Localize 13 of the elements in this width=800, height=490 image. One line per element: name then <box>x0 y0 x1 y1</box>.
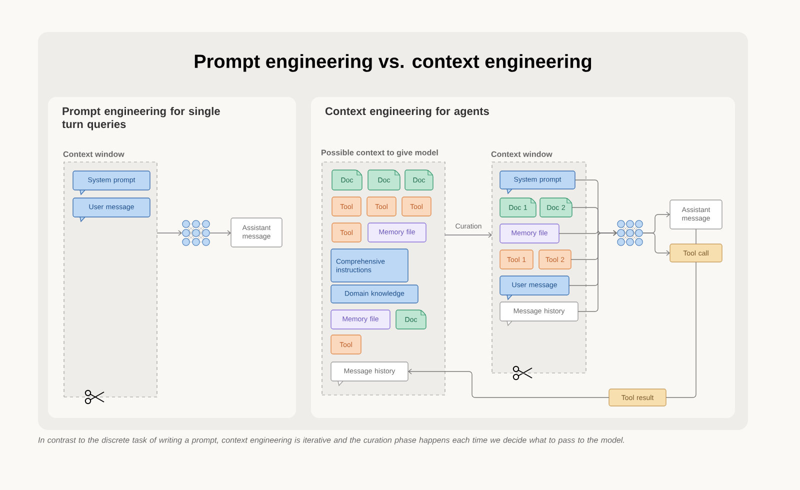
node-label: Context window <box>63 151 124 157</box>
title: Prompt engineering vs. context engineering <box>194 54 592 72</box>
node-label: Context window <box>491 151 552 157</box>
arrow <box>408 368 610 398</box>
arrow <box>578 230 617 312</box>
network-drawing <box>617 220 643 246</box>
arrow <box>156 230 182 236</box>
arrow <box>444 232 492 238</box>
node-label: Possible context to give model <box>322 150 438 157</box>
network-drawing <box>182 220 210 246</box>
arrow <box>642 232 670 256</box>
caption: In contrast to the discrete task of writing a prompt, context engineering is iterative and the curation phase happens each time we decide what to pass to the model. <box>38 437 624 444</box>
arrow <box>210 230 231 236</box>
